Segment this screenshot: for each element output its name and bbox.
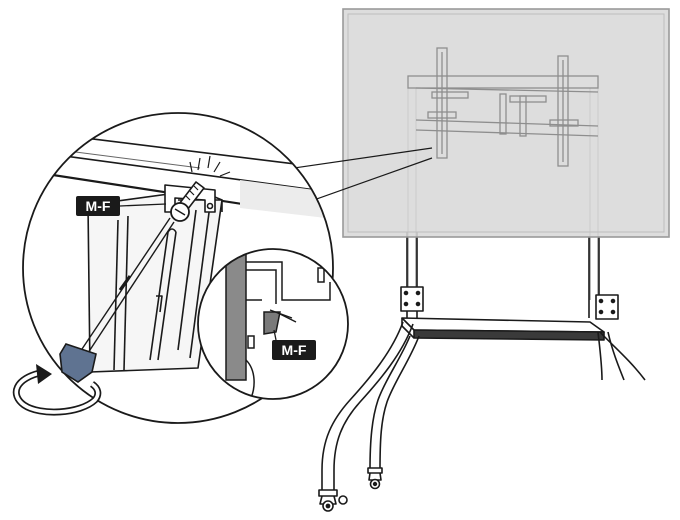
stand-lower-posts: [406, 232, 600, 318]
leg-front-left: [318, 321, 414, 497]
inset-label-badge: M-F: [272, 340, 316, 360]
inset-label-leader: [273, 329, 277, 341]
magnifier-inset: [197, 248, 349, 400]
shelf: [401, 317, 605, 341]
leg-right: [597, 331, 646, 381]
screwdriver-handle: [59, 343, 97, 383]
tv-stand: [318, 88, 646, 512]
caster-back: [368, 472, 382, 490]
screw-icon: [170, 155, 231, 222]
wall-plate: [407, 47, 599, 167]
main-label-badge: M-F: [76, 196, 120, 216]
leg-back-left: [367, 335, 420, 474]
inset-post: [225, 249, 247, 381]
post-collar-left: [400, 286, 424, 312]
post-collar-right: [595, 294, 619, 320]
rotate-arrow-icon: [12, 364, 102, 416]
inset-label-text: M-F: [282, 342, 307, 358]
main-label-leader: [119, 203, 167, 207]
post-detail: [87, 189, 223, 373]
caster-front: [319, 495, 348, 512]
main-label-text: M-F: [86, 198, 111, 214]
